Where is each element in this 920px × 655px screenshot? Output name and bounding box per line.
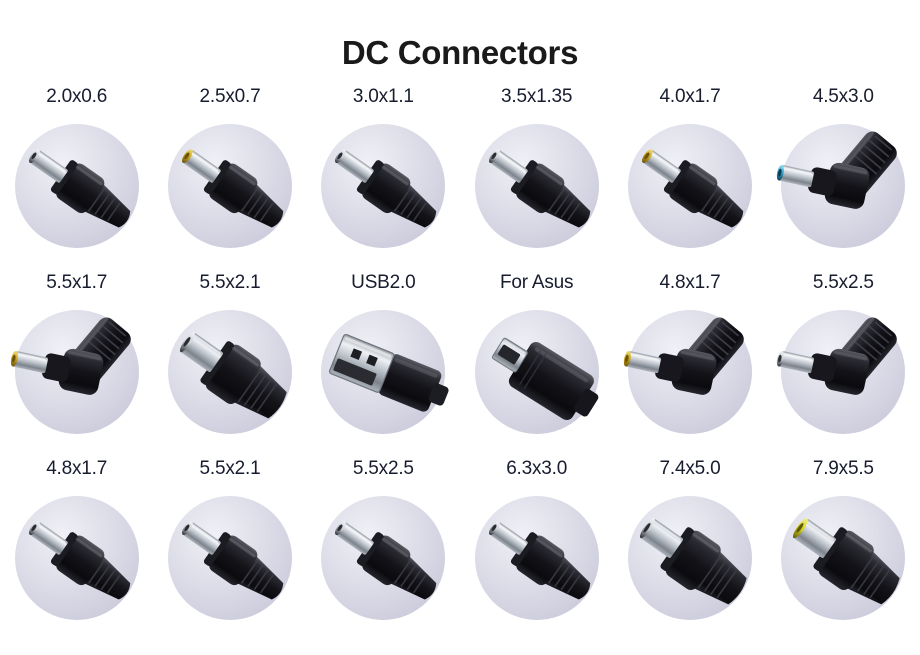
- dc-barrel-plug-icon: [3, 112, 151, 260]
- connector-label: 4.5x3.0: [812, 86, 874, 107]
- connector-cell[interactable]: 5.5x2.1: [153, 456, 306, 642]
- connector-cell[interactable]: 5.5x2.5: [307, 456, 460, 642]
- connector-cell[interactable]: 4.5x3.0: [767, 84, 920, 270]
- connector-cell[interactable]: 2.0x0.6: [0, 84, 153, 270]
- connector-label: 4.0x1.7: [659, 86, 721, 107]
- connector-label: 5.5x2.1: [199, 272, 261, 293]
- connector-label: 7.9x5.5: [812, 458, 874, 479]
- dc-right-angle-plug-icon: [769, 298, 917, 446]
- dc-barrel-plug-icon: [769, 484, 917, 632]
- connector-cell[interactable]: 6.3x3.0: [460, 456, 613, 642]
- dc-barrel-plug-icon: [463, 484, 611, 632]
- usb-a-plug-icon: [309, 298, 457, 446]
- dc-right-angle-plug-icon: [3, 298, 151, 446]
- connector-label: 7.4x5.0: [659, 458, 721, 479]
- asus-square-plug-icon: [463, 298, 611, 446]
- connector-cell[interactable]: 3.5x1.35: [460, 84, 613, 270]
- dc-right-angle-plug-icon: [769, 112, 917, 260]
- connector-cell[interactable]: 5.5x2.5: [767, 270, 920, 456]
- page-title: DC Connectors: [341, 34, 579, 71]
- connector-label: 2.5x0.7: [199, 86, 261, 107]
- connector-cell[interactable]: 5.5x1.7: [0, 270, 153, 456]
- dc-right-angle-plug-icon: [616, 298, 764, 446]
- dc-barrel-plug-icon: [463, 112, 611, 260]
- dc-barrel-plug-icon: [616, 484, 764, 632]
- connector-cell[interactable]: 4.8x1.7: [613, 270, 766, 456]
- dc-barrel-plug-icon: [3, 484, 151, 632]
- dc-barrel-plug-icon: [156, 112, 304, 260]
- connector-label: 3.0x1.1: [352, 86, 414, 107]
- connector-cell[interactable]: 2.5x0.7: [153, 84, 306, 270]
- connector-label: 4.8x1.7: [659, 272, 721, 293]
- connector-label: 5.5x2.5: [352, 458, 414, 479]
- connector-label: 6.3x3.0: [506, 458, 568, 479]
- dc-barrel-plug-icon: [156, 484, 304, 632]
- connector-label: USB2.0: [351, 272, 416, 293]
- connector-label: 5.5x1.7: [46, 272, 108, 293]
- dc-barrel-plug-icon: [309, 484, 457, 632]
- connector-cell[interactable]: 5.5x2.1: [153, 270, 306, 456]
- connector-cell[interactable]: 7.9x5.5: [767, 456, 920, 642]
- connector-label: For Asus: [499, 272, 574, 293]
- dc-barrel-plug-icon: [616, 112, 764, 260]
- connector-grid: 2.0x0.6: [0, 84, 920, 642]
- connector-cell[interactable]: 7.4x5.0: [613, 456, 766, 642]
- connector-label: 3.5x1.35: [501, 86, 573, 107]
- dc-barrel-plug-icon: [156, 298, 304, 446]
- connector-cell[interactable]: USB2.0: [307, 270, 460, 456]
- connector-cell[interactable]: For Asus: [460, 270, 613, 456]
- connector-label: 5.5x2.1: [199, 458, 261, 479]
- connector-cell[interactable]: 4.8x1.7: [0, 456, 153, 642]
- connector-cell[interactable]: 4.0x1.7: [613, 84, 766, 270]
- connector-label: 5.5x2.5: [812, 272, 874, 293]
- connector-label: 4.8x1.7: [46, 458, 108, 479]
- connector-label: 2.0x0.6: [46, 86, 108, 107]
- connector-cell[interactable]: 3.0x1.1: [307, 84, 460, 270]
- dc-barrel-plug-icon: [309, 112, 457, 260]
